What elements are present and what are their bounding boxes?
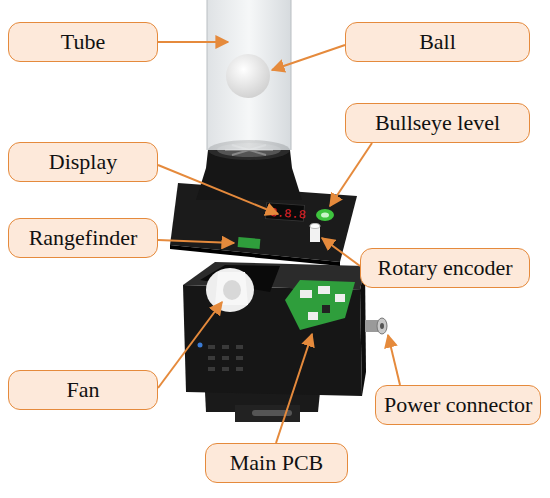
ball [226, 54, 270, 98]
callout-label: Rotary encoder [378, 256, 513, 280]
callout-label: Ball [419, 30, 456, 54]
callout-label: Tube [61, 30, 105, 54]
callout-box: Main PCB [205, 443, 348, 483]
callout-label: Bullseye level [375, 111, 500, 135]
main-pcb [285, 280, 355, 330]
callout-box: Ball [345, 22, 530, 62]
callout-box: Power connector [375, 385, 541, 425]
callout-box: Rotary encoder [360, 248, 530, 288]
rotary-encoder [310, 224, 320, 243]
leader-arrow [330, 143, 372, 206]
leader-arrow [272, 45, 345, 70]
bullseye-level [316, 209, 334, 221]
callout-label: Power connector [384, 393, 532, 417]
display: 8.8.8 [265, 203, 306, 223]
leader-arrow [158, 165, 278, 214]
leader-arrow [276, 334, 312, 443]
leader-arrow [322, 238, 360, 266]
callout-label: Fan [67, 378, 100, 402]
lower-housing [183, 262, 387, 396]
callout-label: Rangefinder [29, 226, 138, 250]
callout-box: Fan [8, 370, 158, 410]
leader-arrow [388, 335, 400, 385]
callout-box: Tube [8, 22, 158, 62]
callout-label: Display [49, 150, 117, 174]
leader-arrow [158, 302, 222, 388]
tube [207, 0, 291, 150]
leader-arrow [158, 41, 228, 43]
svg-text:8.8.8: 8.8.8 [269, 206, 306, 222]
callout-box: Bullseye level [345, 103, 530, 143]
base-feet [205, 392, 320, 422]
rangefinder [238, 237, 261, 249]
callout-box: Display [8, 142, 158, 182]
callout-label: Main PCB [230, 451, 324, 475]
fan [206, 268, 254, 312]
power-connector [365, 318, 387, 334]
callout-box: Rangefinder [8, 218, 158, 258]
leader-arrow [158, 240, 234, 243]
